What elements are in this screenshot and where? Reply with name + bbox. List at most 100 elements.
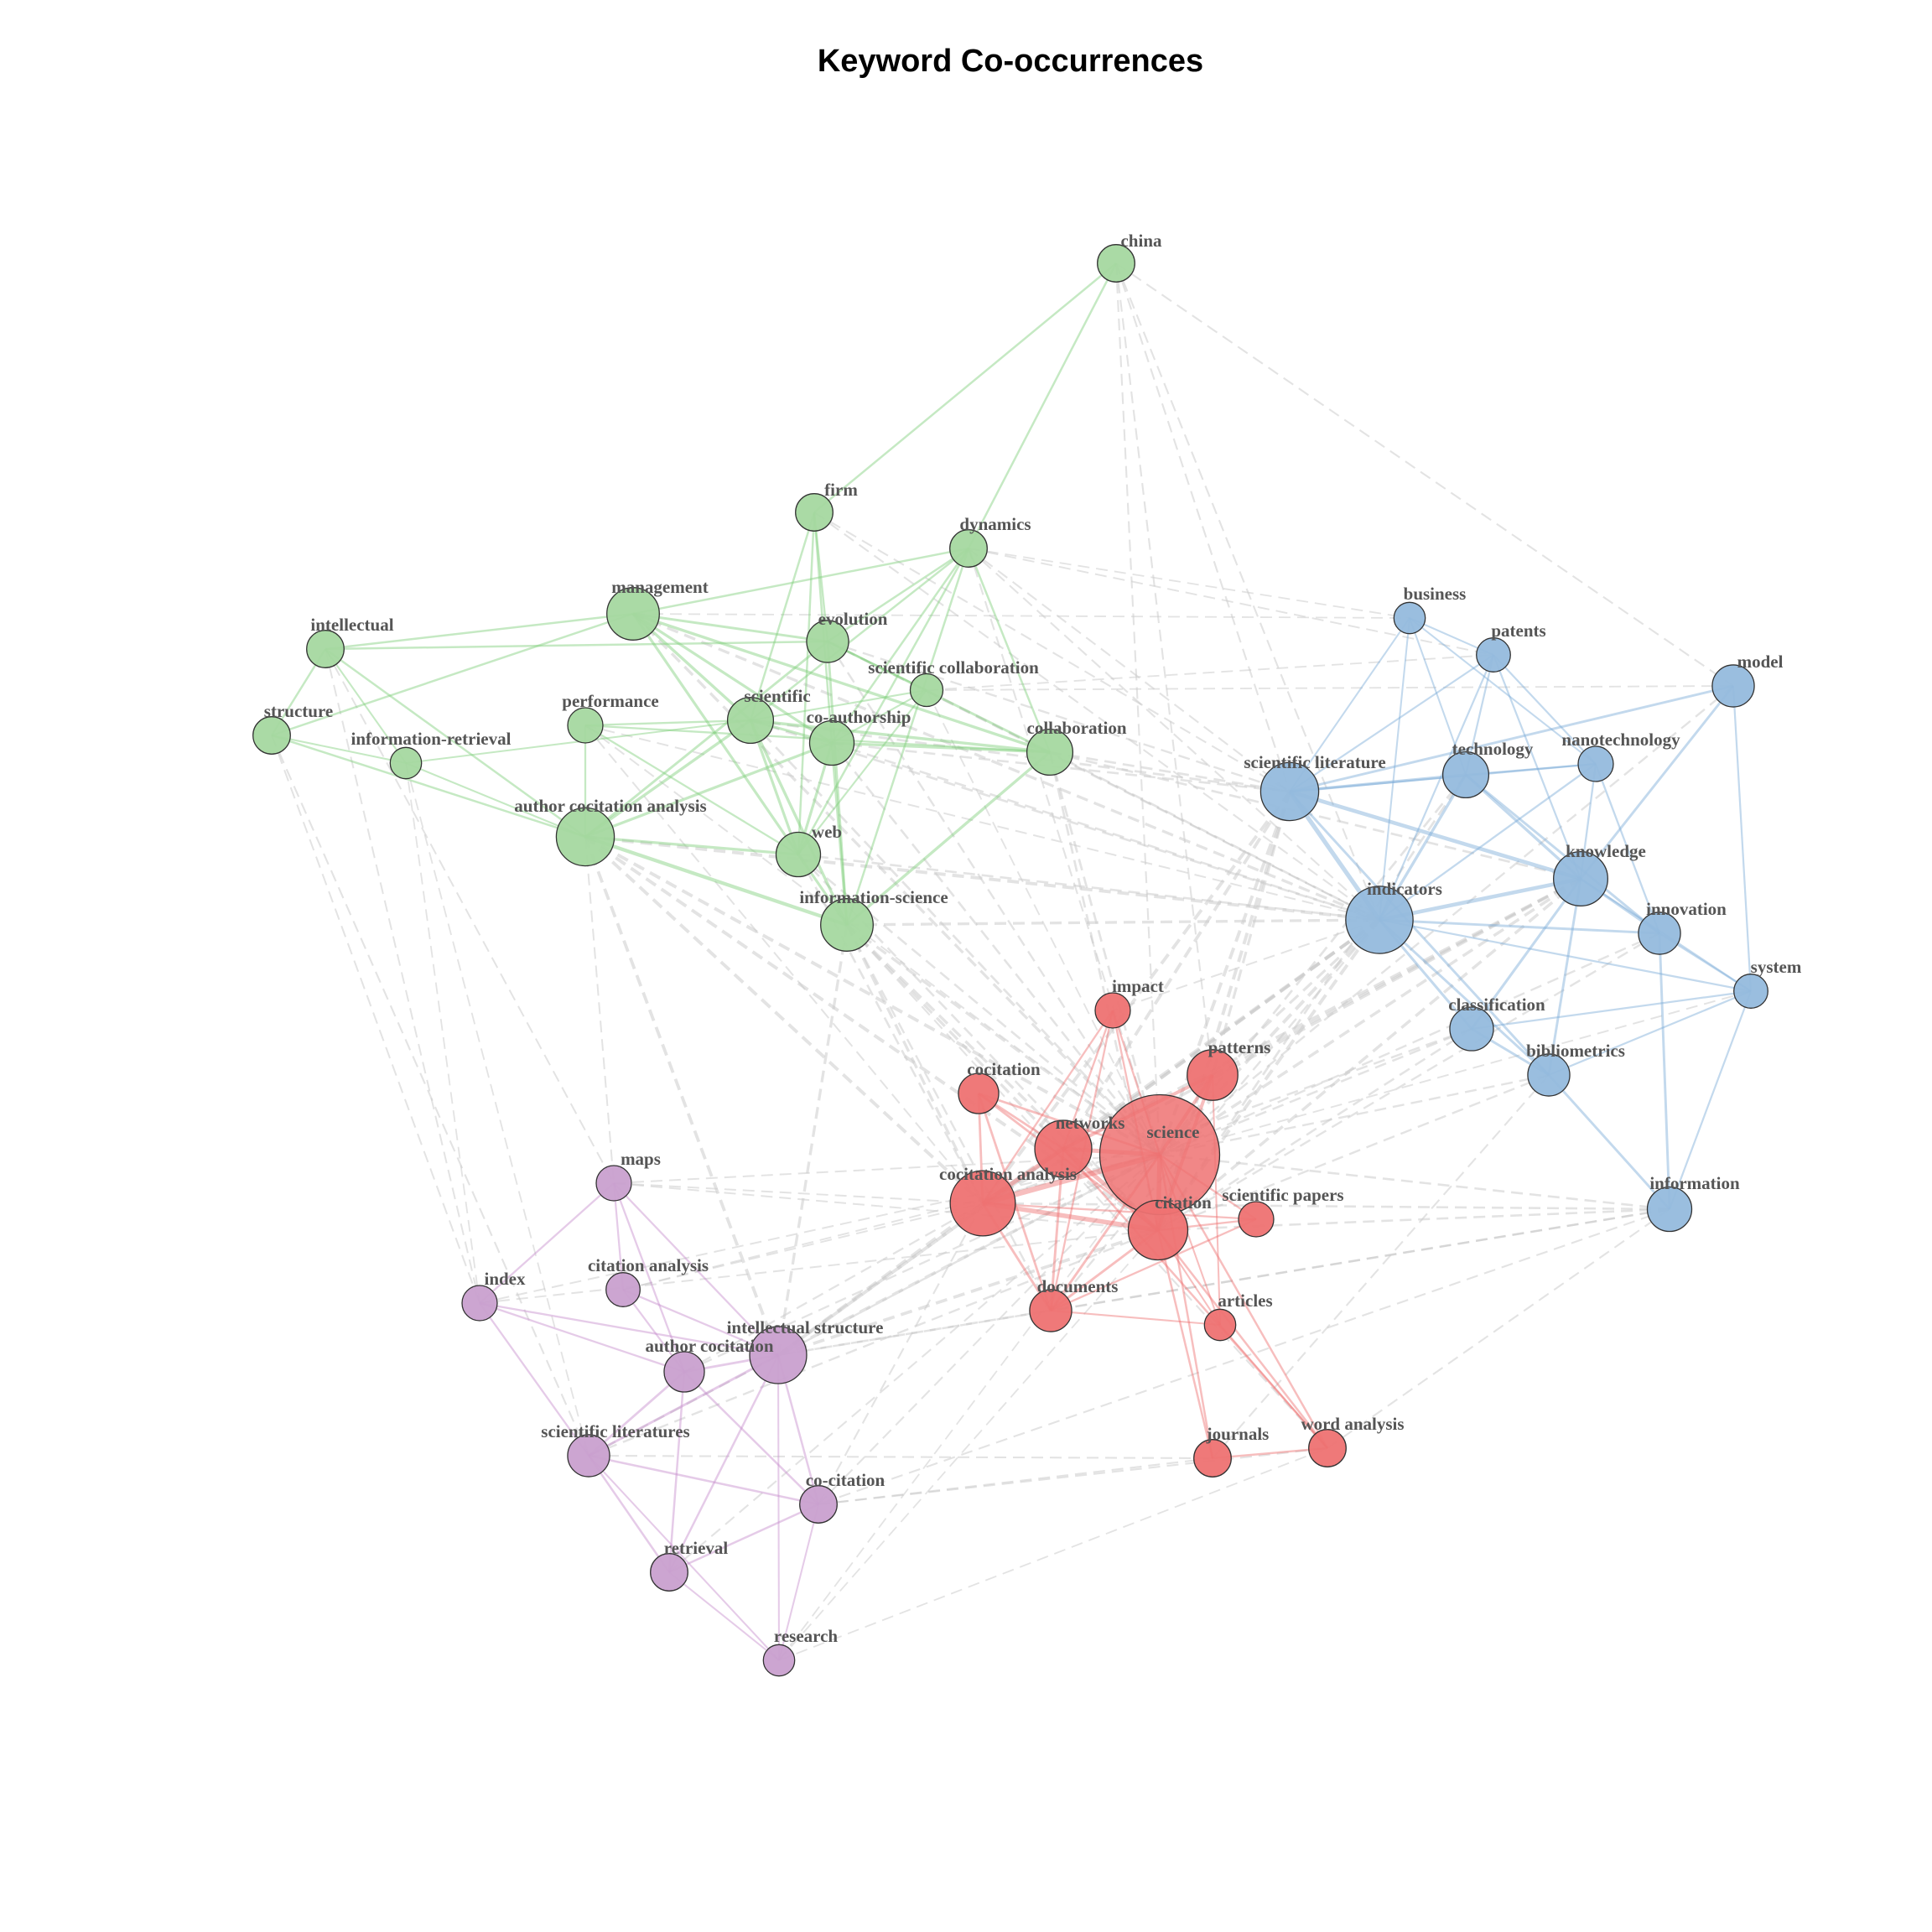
node-scientific-papers[interactable] [1238,1201,1275,1238]
edge-dynamics--co-authorship [830,548,970,744]
edge-information-science--word-analysis [846,924,1328,1449]
node-scientific-collaboration[interactable] [909,673,944,708]
node-scientific-literatures[interactable] [567,1434,610,1478]
edge-management--indicators [632,612,1380,922]
node-business[interactable] [1393,601,1426,635]
node-citation[interactable] [1127,1199,1189,1261]
edge-index--citation [479,1229,1159,1304]
node-word-analysis[interactable] [1308,1429,1347,1467]
edge-intellectual-structure--scientific-literatures [588,1353,779,1457]
node-articles[interactable] [1203,1308,1237,1342]
edge-patterns--articles [1211,1074,1222,1326]
node-china[interactable] [1097,244,1135,283]
node-bibliometrics[interactable] [1527,1053,1571,1097]
node-label-model: model [1737,652,1784,672]
node-patents[interactable] [1476,637,1511,673]
edge-china--dynamics [967,262,1118,549]
edge-firm--indicators [813,512,1380,921]
node-structure[interactable] [252,716,291,755]
edge-patents--nanotechnology [1493,654,1597,765]
node-co-citation[interactable] [799,1485,838,1524]
edge-scientific-literature--knowledge [1289,789,1581,881]
node-retrieval[interactable] [650,1553,688,1592]
node-model[interactable] [1711,664,1755,708]
node-patterns[interactable] [1187,1049,1239,1101]
node-impact[interactable] [1094,992,1131,1029]
node-citation-analysis[interactable] [605,1272,641,1307]
node-author-cocitation[interactable] [663,1351,705,1393]
node-label-patterns: patterns [1208,1037,1271,1057]
edge-dynamics--patents [968,548,1494,656]
edge-scientific-literatures--journals [588,1454,1213,1460]
edge-maps--author-cocitation [612,1182,686,1373]
node-classification[interactable] [1449,1006,1494,1052]
edge-documents--scientific-papers [1050,1218,1257,1312]
edge-information-science--cocitation-analysis [845,924,984,1204]
node-label-author-cocitation: author cocitation [645,1336,773,1356]
node-intellectual-structure[interactable] [749,1326,808,1384]
node-networks[interactable] [1034,1119,1093,1178]
node-label-bibliometrics: bibliometrics [1526,1041,1625,1061]
node-firm[interactable] [795,493,834,532]
node-knowledge[interactable] [1553,851,1608,906]
node-label-intellectual-structure: intellectual structure [727,1317,884,1337]
node-web[interactable] [775,831,822,878]
node-scientific[interactable] [726,696,775,745]
edge-patents--knowledge [1492,654,1582,880]
node-performance[interactable] [567,707,604,744]
edge-index--author-cocitation [479,1301,685,1374]
node-label-intellectual: intellectual [310,615,393,635]
edge-classification--citation [1157,1027,1472,1232]
edge-dynamics--web [797,548,970,855]
edge-firm--scientific [749,512,816,721]
node-index[interactable] [461,1285,498,1322]
edge-intellectual-structure--networks [776,1147,1065,1357]
edge-model--science [1159,685,1734,1156]
node-cocitation-analysis[interactable] [949,1170,1016,1237]
edge-nanotechnology--innovation [1594,763,1661,934]
edge-information--science [1159,1153,1670,1211]
node-documents[interactable] [1029,1289,1072,1332]
edge-index--science [479,1154,1161,1304]
node-label-nanotechnology: nanotechnology [1561,730,1680,750]
node-dynamics[interactable] [949,529,988,568]
node-co-authorship[interactable] [808,719,855,766]
node-indicators[interactable] [1345,886,1414,954]
edge-structure--author-cocitation-analysis [271,734,586,839]
edge-author-cocitation--cocitation-analysis [683,1202,984,1373]
node-maps[interactable] [595,1165,632,1202]
node-nanotechnology[interactable] [1577,745,1614,782]
edge-structure--index [271,735,480,1304]
edge-knowledge--classification [1470,878,1582,1030]
node-system[interactable] [1733,974,1768,1009]
node-scientific-literature[interactable] [1259,761,1320,822]
edge-scientific--science [750,719,1161,1156]
edge-management--science [631,612,1161,1156]
node-information-retrieval[interactable] [389,746,423,780]
node-cocitation[interactable] [958,1072,1000,1114]
edge-index--intellectual-structure [479,1301,779,1357]
node-author-cocitation-analysis[interactable] [555,807,615,867]
node-evolution[interactable] [806,620,849,663]
node-journals[interactable] [1193,1439,1232,1478]
node-innovation[interactable] [1638,911,1681,955]
edge-performance--cocitation-analysis [584,724,984,1204]
node-collaboration[interactable] [1026,728,1074,776]
edge-business--nanotechnology [1409,617,1597,765]
edge-evolution--scientific-literature [827,640,1291,793]
edge-scientific--web [749,719,800,855]
node-label-evolution: evolution [818,609,888,629]
edge-management--evolution [632,612,828,643]
edge-management--intellectual [325,612,634,651]
node-management[interactable] [606,587,660,641]
edge-scientific-literature--networks [1062,790,1291,1150]
node-technology[interactable] [1441,750,1490,799]
edge-information--intellectual-structure [777,1208,1670,1357]
node-information-science[interactable] [820,898,874,952]
node-intellectual[interactable] [306,630,345,668]
node-research[interactable] [762,1644,796,1677]
edge-china--patterns [1114,262,1214,1076]
node-information[interactable] [1646,1186,1693,1233]
edge-innovation--citation [1157,932,1660,1232]
